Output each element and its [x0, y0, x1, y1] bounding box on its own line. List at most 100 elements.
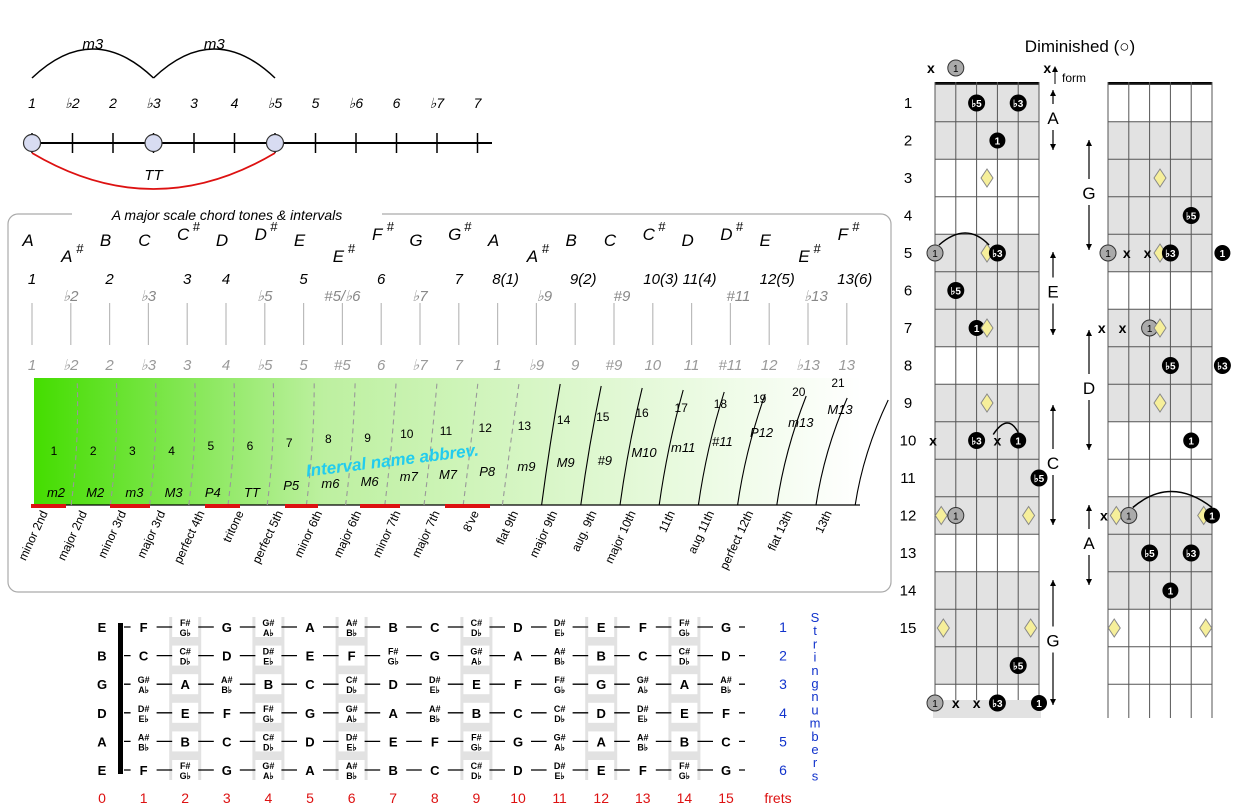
fret-note-sharp: D# — [138, 704, 150, 714]
note-bg — [546, 617, 573, 637]
interval-separator — [266, 379, 275, 506]
fret-note: B — [389, 620, 398, 635]
open-string-note: G — [97, 677, 107, 692]
note-bg — [629, 674, 656, 695]
string-label-letter: b — [811, 729, 818, 744]
fret-note-flat: E♭ — [138, 714, 148, 724]
root-grey-label: 1 — [1105, 249, 1111, 260]
fret-note-flat: E♭ — [554, 771, 564, 781]
root-grey — [926, 244, 944, 262]
note-bg — [172, 731, 199, 752]
interval-abbrev: m3 — [125, 485, 144, 500]
barre-arc — [938, 232, 990, 246]
semitone-count: 19 — [753, 392, 767, 406]
fret-note-sharp: F# — [554, 675, 565, 685]
semitone-count: 13 — [518, 419, 532, 433]
fret-note-sharp: A# — [346, 761, 358, 771]
fret-note-flat: A♭ — [263, 628, 274, 638]
root-dot-label: 1 — [974, 324, 980, 335]
fret-note: B — [597, 649, 606, 664]
note-bg — [338, 674, 365, 695]
fret-number: 6 — [348, 790, 356, 806]
semitone-count: 11 — [440, 424, 453, 438]
note-bg — [338, 702, 365, 723]
interval-abbrev: P12 — [750, 425, 774, 440]
scale-marker — [144, 133, 163, 153]
mute-x: x — [1123, 245, 1131, 261]
flat5-dot — [1030, 469, 1048, 487]
fret-note: G — [721, 763, 731, 778]
fret-note: A — [389, 706, 399, 721]
note-bg — [380, 645, 407, 666]
mute-x: x — [1144, 245, 1152, 261]
note-bg — [338, 617, 365, 637]
note-bg — [505, 617, 531, 637]
note-bg — [421, 645, 448, 666]
diamond-marker — [1024, 618, 1038, 638]
note-bg — [255, 645, 282, 666]
fret-note: B — [680, 734, 689, 749]
interval-separator — [109, 379, 118, 506]
fret-note: E — [597, 620, 606, 635]
note-bg — [671, 702, 698, 723]
fret-note: A — [305, 620, 315, 635]
fret-note: C — [430, 620, 440, 635]
note-name: C — [604, 231, 617, 250]
lower-degree: ♭9 — [529, 357, 545, 374]
root-dot-label: 1 — [1188, 437, 1194, 448]
diamond-marker — [980, 168, 994, 188]
diamond-marker — [1109, 505, 1123, 526]
flat5-label: ♭5 — [951, 287, 962, 298]
fret-note: E — [306, 649, 315, 664]
fret-note-sharp: G# — [262, 761, 274, 771]
diamond-marker — [934, 505, 948, 526]
fret-note: E — [472, 677, 481, 692]
root-grey — [947, 507, 965, 524]
string-label-letter: s — [812, 768, 819, 783]
fret-note: B — [181, 734, 190, 749]
fret-note: B — [264, 677, 273, 692]
fret-shade — [933, 700, 1041, 718]
note-bg — [671, 645, 698, 666]
flat3-label: ♭3 — [992, 249, 1003, 260]
flat5-dot — [1009, 657, 1027, 674]
diamond-marker — [1153, 393, 1167, 413]
note-bg — [172, 760, 199, 780]
sharp-sign: # — [464, 219, 472, 234]
fret-number: 11 — [552, 790, 567, 806]
fret-note-flat: B♭ — [221, 685, 232, 695]
fret-note-sharp: D# — [263, 647, 275, 657]
lower-degree: 1 — [28, 357, 36, 374]
fret-note-flat: E♭ — [263, 657, 273, 667]
note-bg — [629, 645, 656, 666]
chord-tone-altered: ♭3 — [141, 288, 157, 305]
fret-note-flat: B♭ — [721, 685, 732, 695]
dim-fret-number: 7 — [904, 320, 912, 337]
note-bg — [463, 731, 490, 752]
flat5-dot — [1182, 207, 1200, 224]
interval-abbrev: P5 — [283, 478, 300, 493]
root-grey-label: 1 — [932, 699, 938, 710]
fret-note-sharp: G# — [470, 647, 482, 657]
flat5-label: ♭5 — [1186, 212, 1197, 223]
root-dot — [1214, 245, 1231, 261]
string-label-letter: e — [811, 742, 818, 757]
form-label: D — [1083, 379, 1095, 398]
fret-note-sharp: A# — [346, 618, 358, 628]
root-grey — [1099, 244, 1117, 262]
fret-note: A — [305, 763, 315, 778]
flat3-dot — [1213, 357, 1231, 374]
fret-note: G — [721, 620, 731, 635]
interval-abbrev: m9 — [517, 459, 535, 474]
lower-degree: 2 — [104, 357, 114, 374]
interval-separator — [70, 379, 79, 506]
note-bg — [380, 617, 407, 637]
chord-tone: 7 — [455, 271, 464, 288]
fret-note-sharp: A# — [554, 647, 566, 657]
note-bg — [588, 617, 615, 637]
note-bg — [505, 645, 531, 666]
fret-note-flat: A♭ — [263, 771, 274, 781]
fret-note: C — [513, 706, 523, 721]
note-bg — [255, 702, 282, 723]
